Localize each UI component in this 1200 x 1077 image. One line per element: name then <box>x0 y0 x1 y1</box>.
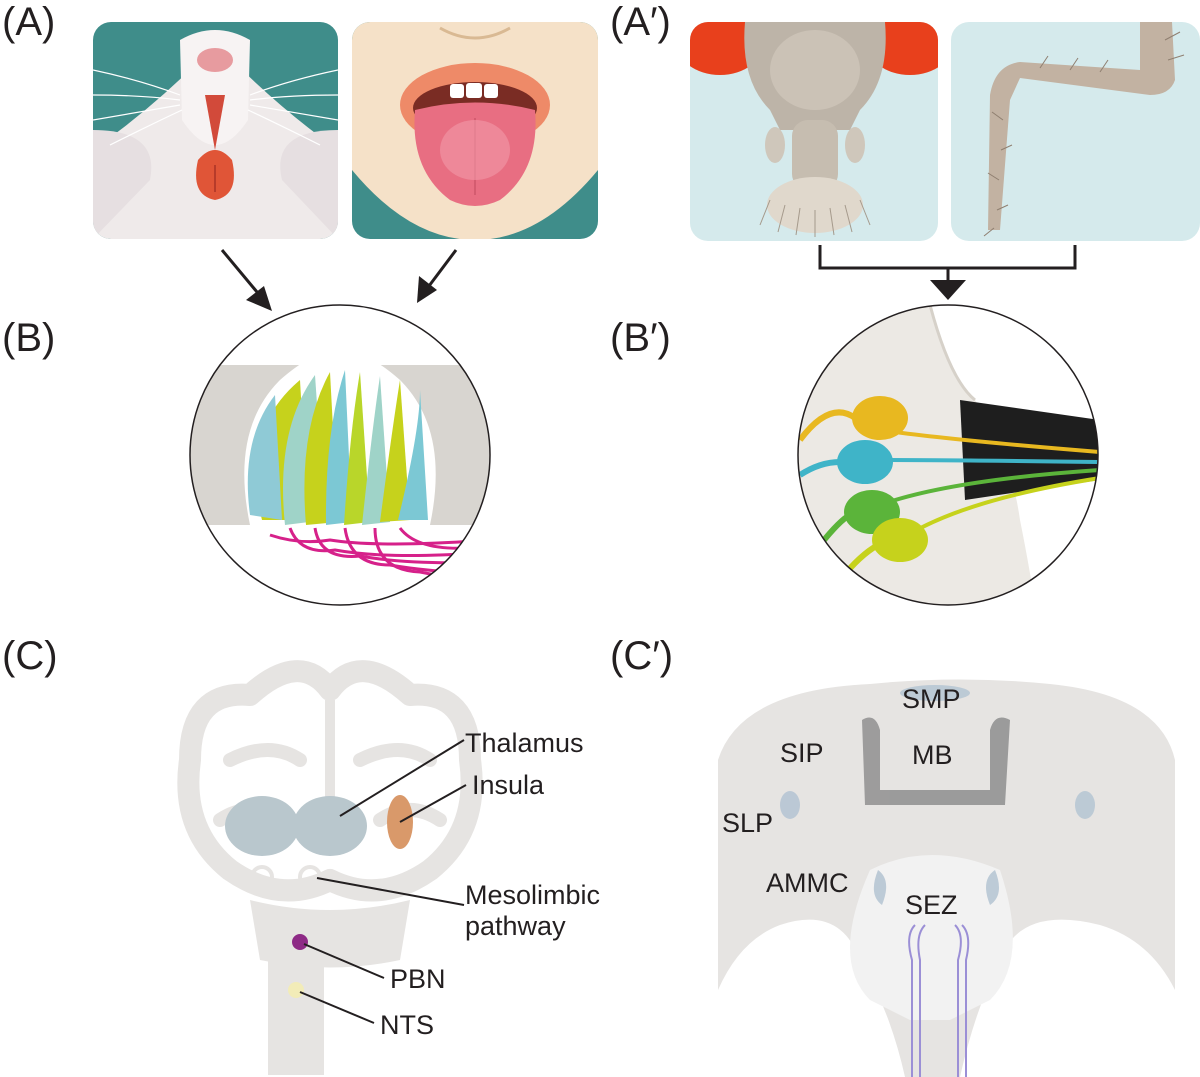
label-insula: Insula <box>472 770 545 800</box>
mushroom-body <box>862 717 1010 805</box>
leg-bristles <box>983 31 1185 237</box>
panel-label-a: (A) <box>2 0 56 44</box>
taste-pore-microvilli <box>319 309 361 356</box>
label-mesolimbic-pathway: Mesolimbic pathway <box>465 880 601 942</box>
nts-nucleus <box>288 982 304 998</box>
panel-label-a-prime: (A′) <box>610 0 671 44</box>
lateral-protocerebrum-neuropils <box>780 685 1095 905</box>
gustatory-receptor-neurons <box>798 396 928 582</box>
thalamus-region <box>225 796 367 856</box>
taste-receptor-cells <box>247 370 428 525</box>
mesolimbic-nuclei <box>250 865 322 889</box>
label-sez: SEZ <box>905 890 958 920</box>
teeth <box>450 83 498 98</box>
label-ammc: AMMC <box>766 868 849 898</box>
fly-head-illustration <box>690 22 938 241</box>
label-slp: SLP <box>722 808 774 838</box>
whiskers <box>93 69 338 146</box>
bracket-a-prime-to-b-prime <box>818 245 1077 300</box>
panel-label-c-prime: (C′) <box>610 634 674 678</box>
human-leader-lines <box>299 739 467 1024</box>
mouse-tongue-illustration <box>93 22 338 239</box>
label-thalamus: Thalamus <box>465 728 584 758</box>
fly-leg-illustration <box>951 22 1200 241</box>
taste-bud-circle <box>189 304 491 606</box>
arrows-a-to-b <box>220 249 458 311</box>
label-nts: NTS <box>380 1010 434 1040</box>
label-pbn: PBN <box>390 964 446 994</box>
pbn-nucleus <box>292 934 308 950</box>
labellum-hairs <box>759 199 871 237</box>
panel-label-b: (B) <box>2 316 56 360</box>
gustatory-projections <box>908 924 970 1077</box>
fly-sensillum-circle <box>797 304 1099 606</box>
panel-label-c: (C) <box>2 634 58 678</box>
label-sip: SIP <box>780 738 824 768</box>
human-brain-coronal-section <box>177 660 483 1075</box>
human-tongue-illustration <box>352 22 598 239</box>
panel-label-b-prime: (B′) <box>610 316 671 360</box>
label-smp: SMP <box>902 684 961 714</box>
fly-brain-section <box>718 679 1175 1077</box>
label-mb: MB <box>912 740 953 770</box>
